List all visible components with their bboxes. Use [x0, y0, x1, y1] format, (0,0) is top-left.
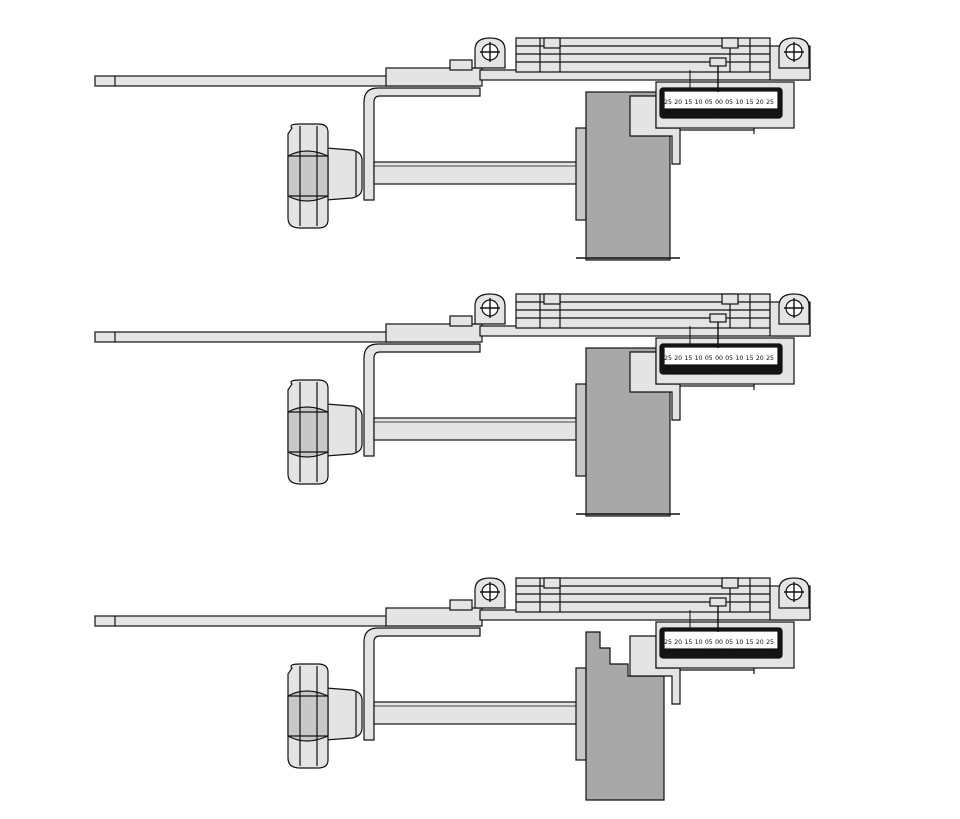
scale-tick-label: 10 — [735, 639, 743, 646]
carriage-tab-left — [543, 293, 561, 305]
carriage-clip — [449, 599, 473, 611]
carriage-tab-left — [543, 37, 561, 49]
scale-tick-label: 15 — [746, 639, 754, 646]
carriage-tab-right — [721, 577, 739, 589]
clamp-plate — [575, 667, 587, 761]
carriage-tab-left — [543, 577, 561, 589]
scale-bar — [663, 630, 779, 650]
carriage-tab-right — [721, 37, 739, 49]
scale-tick-label: 10 — [735, 355, 743, 362]
carriage-clip — [449, 315, 473, 327]
scale-tick-label: 05 — [705, 355, 713, 362]
scale-tick-label: 15 — [746, 355, 754, 362]
clamp-shaft — [373, 417, 579, 441]
scale-tick-label: 25 — [766, 355, 774, 362]
scale-tick-label: 25 — [664, 639, 672, 646]
scale-tick-label: 20 — [674, 355, 682, 362]
scale-tick-label: 00 — [715, 355, 723, 362]
scale-tick-label: 05 — [725, 639, 733, 646]
crosshair-screw-icon — [474, 577, 506, 609]
clamp-plate — [575, 127, 587, 221]
clamp-knob-icon — [287, 663, 363, 769]
knob-grip-band — [287, 150, 329, 202]
scale-tick-label: 05 — [705, 639, 713, 646]
clamp-shaft — [373, 701, 579, 725]
crosshair-screw-icon — [474, 37, 506, 69]
scale-indicator-cap — [709, 597, 727, 607]
crosshair-screw-icon — [474, 293, 506, 325]
carriage-plate-left — [385, 607, 483, 627]
carriage-clip — [449, 59, 473, 71]
crosshair-screw-icon — [778, 293, 810, 325]
scale-tick-label: 25 — [766, 639, 774, 646]
scale-tick-label: 15 — [684, 99, 692, 106]
clamp-knob-icon — [287, 123, 363, 229]
clamp-knob-icon — [287, 379, 363, 485]
l-bracket — [363, 87, 481, 201]
scale-tick-label: 25 — [766, 99, 774, 106]
clamp-plate — [575, 383, 587, 477]
scale-tick-label: 10 — [695, 99, 703, 106]
scale-tick-label: 20 — [674, 639, 682, 646]
carriage-plate-left — [385, 67, 483, 87]
fence-block — [585, 631, 665, 801]
scale-bar — [663, 346, 779, 366]
scale-tick-label: 20 — [756, 99, 764, 106]
l-bracket — [363, 343, 481, 457]
carriage-plate-left — [385, 323, 483, 343]
scale-tick-label: 05 — [725, 99, 733, 106]
knob-grip-band — [287, 406, 329, 458]
scale-tick-label: 15 — [746, 99, 754, 106]
scale-tick-label: 15 — [684, 355, 692, 362]
scale-tick-label: 10 — [735, 99, 743, 106]
scale-tick-label: 05 — [705, 99, 713, 106]
scale-indicator-cap — [709, 57, 727, 67]
clamp-shaft — [373, 161, 579, 185]
knob-grip-band — [287, 690, 329, 742]
scale-tick-label: 20 — [756, 355, 764, 362]
crosshair-screw-icon — [778, 577, 810, 609]
scale-tick-label: 10 — [695, 639, 703, 646]
l-bracket — [363, 627, 481, 741]
scale-tick-label: 25 — [664, 99, 672, 106]
scale-tick-label: 25 — [664, 355, 672, 362]
scale-tick-label: 15 — [684, 639, 692, 646]
scale-bar — [663, 90, 779, 110]
scale-tick-label: 20 — [674, 99, 682, 106]
scale-tick-label: 00 — [715, 99, 723, 106]
scale-tick-label: 20 — [756, 639, 764, 646]
scale-tick-label: 10 — [695, 355, 703, 362]
scale-tick-label: 05 — [725, 355, 733, 362]
crosshair-screw-icon — [778, 37, 810, 69]
carriage-tab-right — [721, 293, 739, 305]
scale-tick-label: 00 — [715, 639, 723, 646]
scale-indicator-cap — [709, 313, 727, 323]
